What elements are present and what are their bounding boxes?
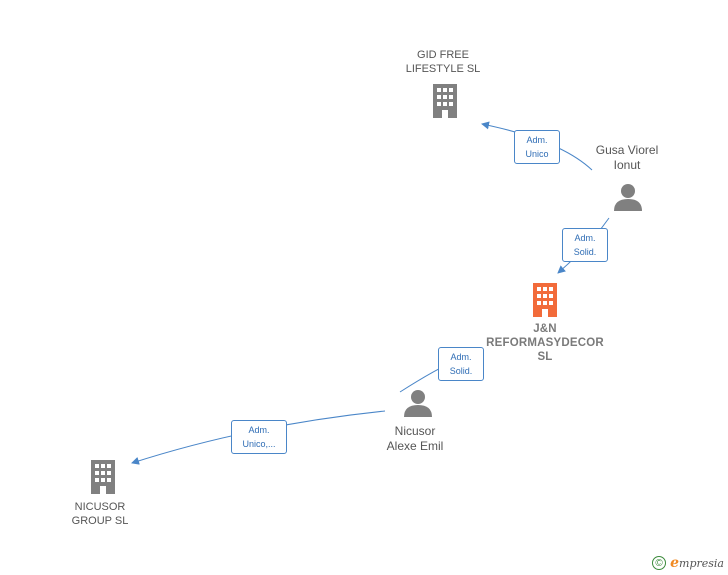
edge-label-gusa-gid[interactable]: Adm. Unico <box>514 130 560 164</box>
footer-brand: © empresia <box>652 555 724 571</box>
building-icon[interactable] <box>88 460 118 494</box>
company-label-gid: GID FREE LIFESTYLE SL <box>405 49 481 75</box>
edge-label-alexe-jn[interactable]: Adm. Solid. <box>438 347 484 381</box>
edge-label-gusa-jn[interactable]: Adm. Solid. <box>562 228 608 262</box>
edge-label-alexe-group[interactable]: Adm. Unico,... <box>231 420 287 454</box>
building-icon[interactable] <box>430 84 460 118</box>
brand-logo: empresia <box>670 555 724 571</box>
person-icon[interactable] <box>403 388 433 418</box>
company-label-nicusor-group: NICUSOR GROUP SL <box>71 501 129 527</box>
copyright-icon: © <box>652 556 667 570</box>
person-icon[interactable] <box>613 182 643 212</box>
person-label-gusa: Gusa Viorel Ionut <box>595 143 659 172</box>
company-label-jn: J&N REFORMASYDECOR SL <box>486 323 604 363</box>
person-label-alexe: Nicusor Alexe Emil <box>386 424 444 453</box>
building-icon-main[interactable] <box>530 283 560 317</box>
